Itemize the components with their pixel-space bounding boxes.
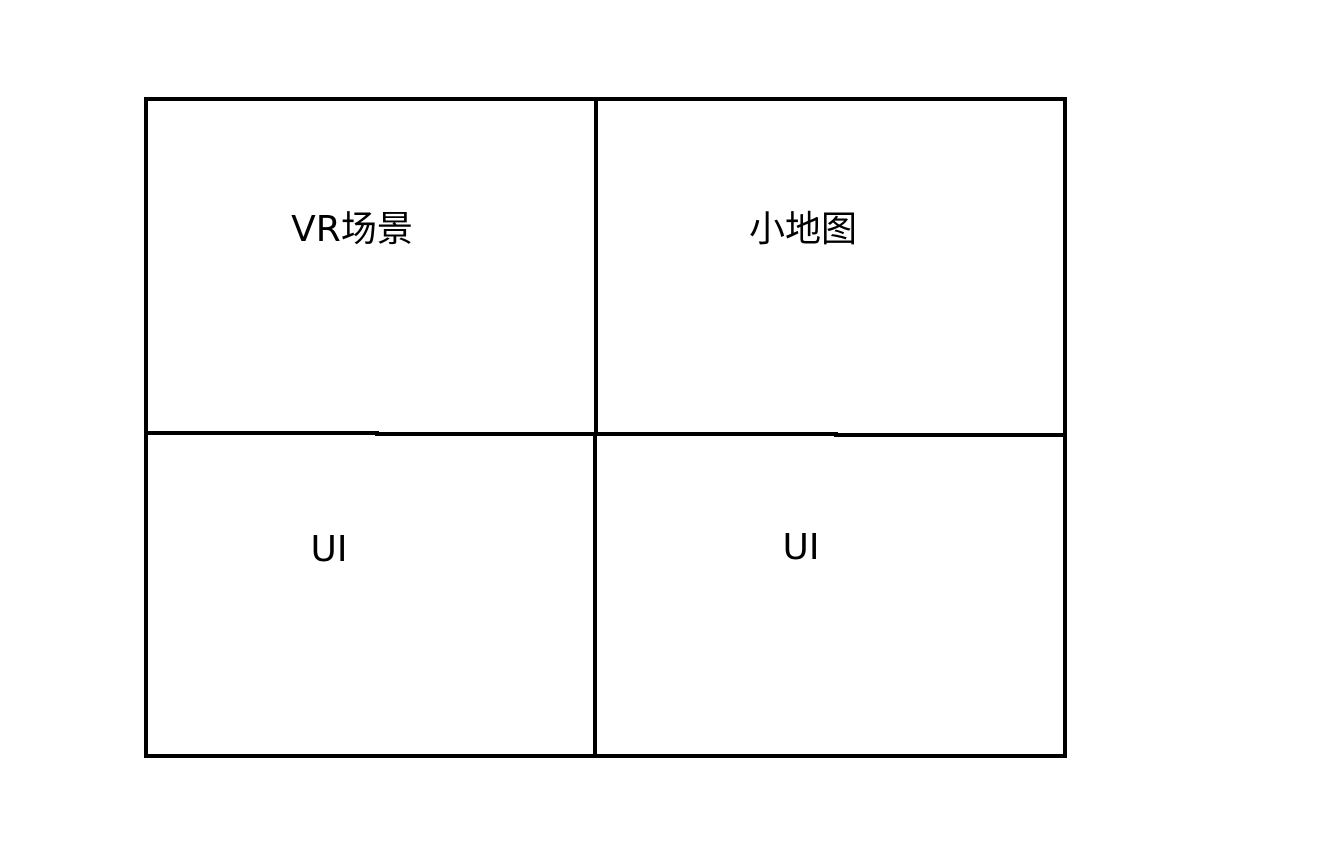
outer-frame: [144, 97, 1067, 758]
horizontal-divider: [146, 431, 1065, 437]
ui-label-left: UI: [310, 529, 348, 570]
vr-scene-label: VR场景: [291, 209, 413, 250]
minimap-label: 小地图: [748, 209, 858, 250]
ui-label-right: UI: [782, 527, 820, 568]
